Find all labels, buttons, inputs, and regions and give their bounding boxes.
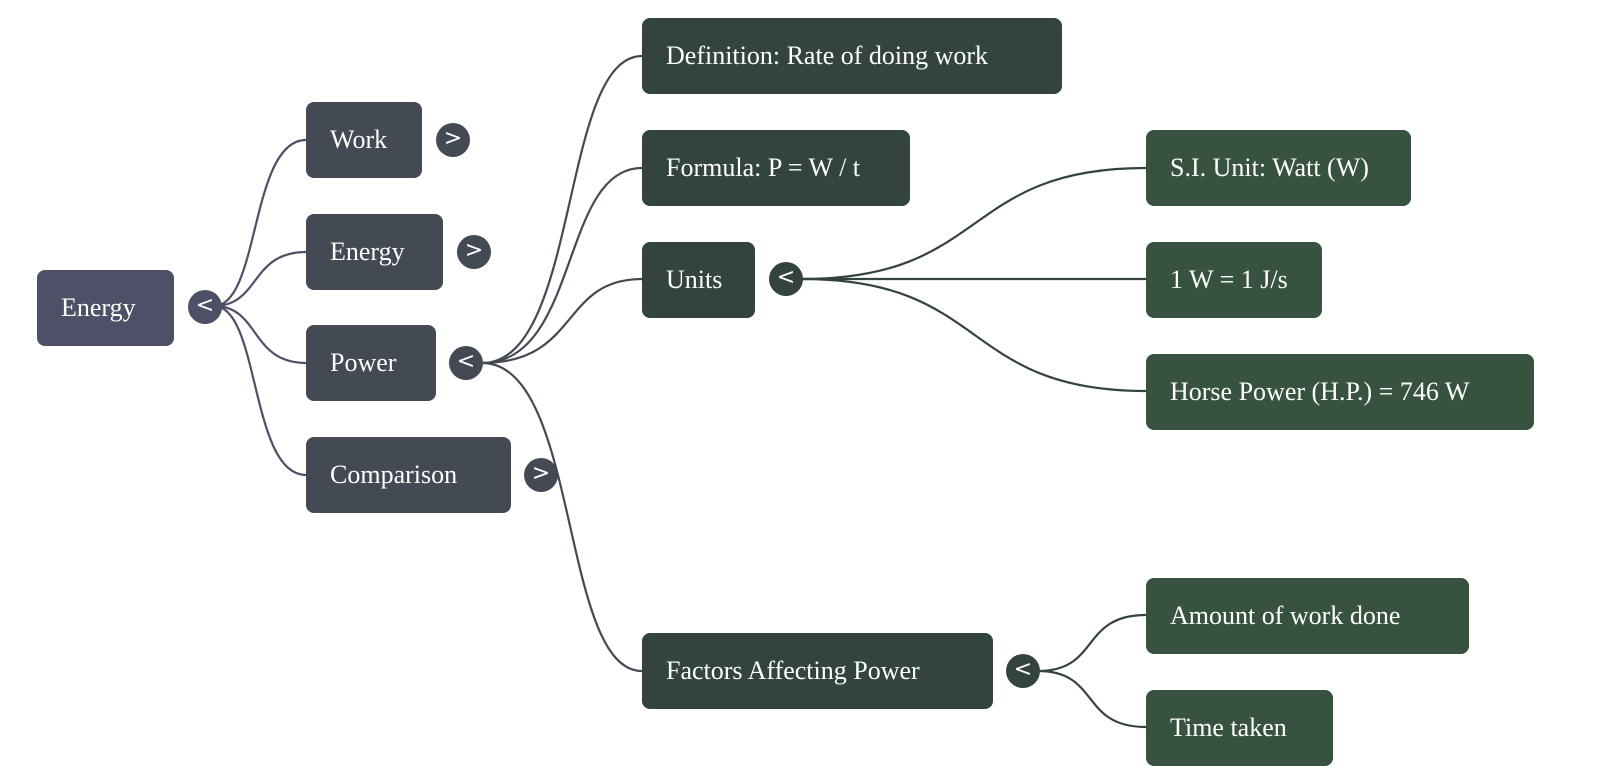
edge-power-factors	[481, 361, 643, 673]
root-collapse-toggle[interactable]: <	[188, 290, 222, 324]
node-comparison[interactable]: Comparison	[306, 437, 511, 513]
node-units[interactable]: Units	[642, 242, 755, 318]
chevron-right-icon: >	[531, 461, 551, 486]
chevron-right-icon: >	[443, 126, 463, 151]
node-power[interactable]: Power	[306, 325, 436, 401]
energy-expand-toggle[interactable]: >	[457, 235, 491, 269]
edge-root-energy	[213, 250, 307, 308]
node-work[interactable]: Work	[306, 102, 422, 178]
chevron-right-icon: >	[464, 238, 484, 263]
edge-factors-work	[1037, 613, 1147, 673]
edge-root-work	[213, 138, 307, 308]
node-factors-affecting-power[interactable]: Factors Affecting Power	[642, 633, 993, 709]
edge-power-formula	[481, 166, 643, 365]
node-watt-definition[interactable]: 1 W = 1 J/s	[1146, 242, 1322, 318]
edge-root-power	[213, 304, 307, 365]
node-energy[interactable]: Energy	[306, 214, 443, 290]
node-formula[interactable]: Formula: P = W / t	[642, 130, 910, 206]
chevron-left-icon: <	[776, 265, 796, 290]
node-amount-of-work[interactable]: Amount of work done	[1146, 578, 1469, 654]
edge-power-definition	[481, 54, 643, 365]
node-si-unit[interactable]: S.I. Unit: Watt (W)	[1146, 130, 1411, 206]
node-definition[interactable]: Definition: Rate of doing work	[642, 18, 1062, 94]
edge-power-units	[481, 277, 643, 365]
edge-root-comparison	[213, 304, 307, 477]
units-collapse-toggle[interactable]: <	[769, 262, 803, 296]
work-expand-toggle[interactable]: >	[436, 123, 470, 157]
node-time-taken[interactable]: Time taken	[1146, 690, 1333, 766]
factors-collapse-toggle[interactable]: <	[1006, 654, 1040, 688]
edge-units-hp	[801, 277, 1147, 393]
comparison-expand-toggle[interactable]: >	[524, 458, 558, 492]
chevron-left-icon: <	[195, 293, 215, 318]
node-horse-power[interactable]: Horse Power (H.P.) = 746 W	[1146, 354, 1534, 430]
root-node-energy[interactable]: Energy	[37, 270, 174, 346]
power-collapse-toggle[interactable]: <	[449, 346, 483, 380]
chevron-left-icon: <	[1013, 657, 1033, 682]
edge-factors-time	[1037, 669, 1147, 729]
chevron-left-icon: <	[456, 349, 476, 374]
